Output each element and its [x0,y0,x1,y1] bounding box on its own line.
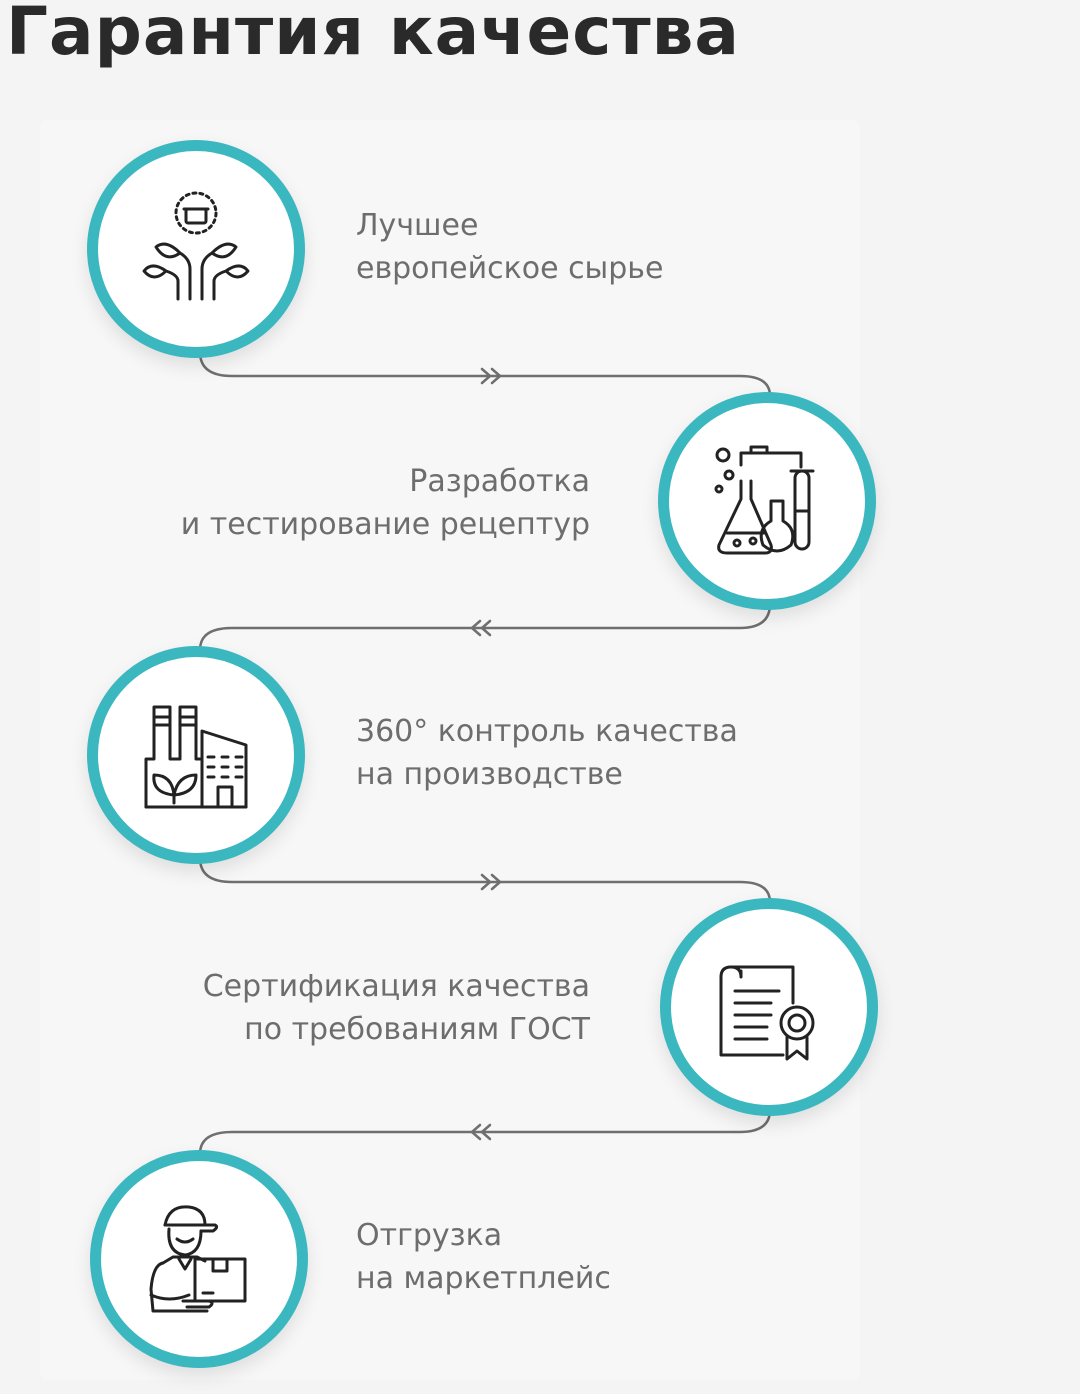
step-1-line2: европейское сырье [356,251,664,286]
step-1-circle [87,140,305,358]
arrow-right-icon [480,873,502,891]
eco-factory-icon [144,705,248,809]
step-4-line2: по требованиям ГОСТ [244,1012,590,1047]
connector-4-5 [198,1108,772,1156]
page-title: Гарантия качества [6,0,740,70]
step-5-line1: Отгрузка [356,1218,503,1253]
step-3-line1: 360° контроль качества [356,714,738,749]
courier-box-icon [149,1205,247,1313]
step-5-circle [90,1150,308,1368]
step-3-circle [87,646,305,864]
step-3-line2: на производстве [356,757,623,792]
connector-3-4 [198,856,772,904]
arrow-right-icon [480,367,502,385]
connector-1-2 [198,350,772,398]
step-3-text: 360° контроль качества на производстве [356,710,738,796]
step-4-text: Сертификация качества по требованиям ГОС… [203,965,590,1051]
step-1-text: Лучшее европейское сырье [356,204,663,290]
arrow-left-icon [470,1123,492,1141]
arrow-left-icon [470,619,492,637]
step-2-line2: и тестирование рецептур [180,507,590,542]
step-1-line1: Лучшее [356,208,479,243]
step-5-text: Отгрузка на маркетплейс [356,1214,611,1300]
step-4-line1: Сертификация качества [202,969,590,1004]
connector-2-3 [198,602,772,652]
plant-jar-icon [142,191,250,301]
step-5-line2: на маркетплейс [356,1261,611,1296]
certificate-icon [719,965,815,1061]
step-2-circle [658,392,876,610]
step-2-text: Разработка и тестирование рецептур [181,460,590,546]
step-2-line1: Разработка [409,464,590,499]
lab-flask-icon [714,445,815,555]
step-4-circle [660,898,878,1116]
